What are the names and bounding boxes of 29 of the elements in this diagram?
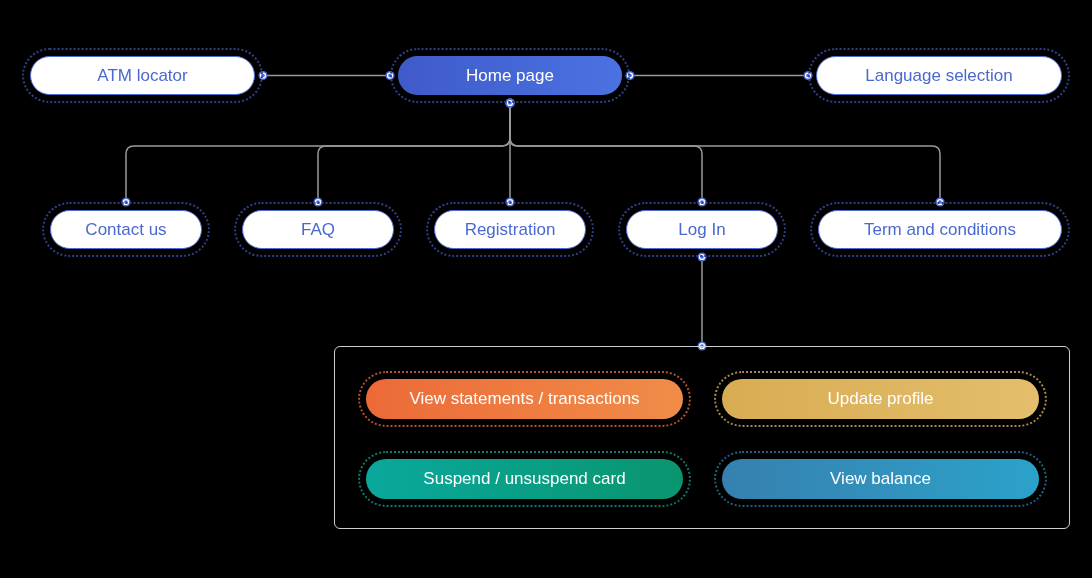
pill-label: ATM locator	[30, 56, 255, 95]
pill-label: Term and conditions	[818, 210, 1062, 249]
pill-label: Home page	[398, 56, 622, 95]
connector-line	[258, 70, 395, 81]
pill-label: View statements / transactions	[366, 379, 683, 419]
connector-line	[697, 252, 707, 351]
pill-label: View balance	[722, 459, 1039, 499]
pill-label: FAQ	[242, 210, 394, 249]
pill-label: Log In	[626, 210, 778, 249]
pill-halo	[618, 202, 786, 257]
connector-line	[505, 98, 945, 207]
pill-label: Update profile	[722, 379, 1039, 419]
group-frame	[334, 346, 1070, 529]
pill-halo	[426, 202, 594, 257]
pill-halo	[358, 451, 691, 507]
pill-halo	[810, 202, 1070, 257]
pill-halo	[22, 48, 263, 103]
pill-halo	[234, 202, 402, 257]
pill-halo	[714, 371, 1047, 427]
pill-label: Language selection	[816, 56, 1062, 95]
pill-halo	[714, 451, 1047, 507]
pill-label: Contact us	[50, 210, 202, 249]
pill-label: Registration	[434, 210, 586, 249]
connector-line	[625, 70, 813, 81]
pill-halo	[42, 202, 210, 257]
pill-halo	[808, 48, 1070, 103]
pill-halo	[390, 48, 630, 103]
pill-halo	[358, 371, 691, 427]
pill-label: Suspend / unsuspend card	[366, 459, 683, 499]
